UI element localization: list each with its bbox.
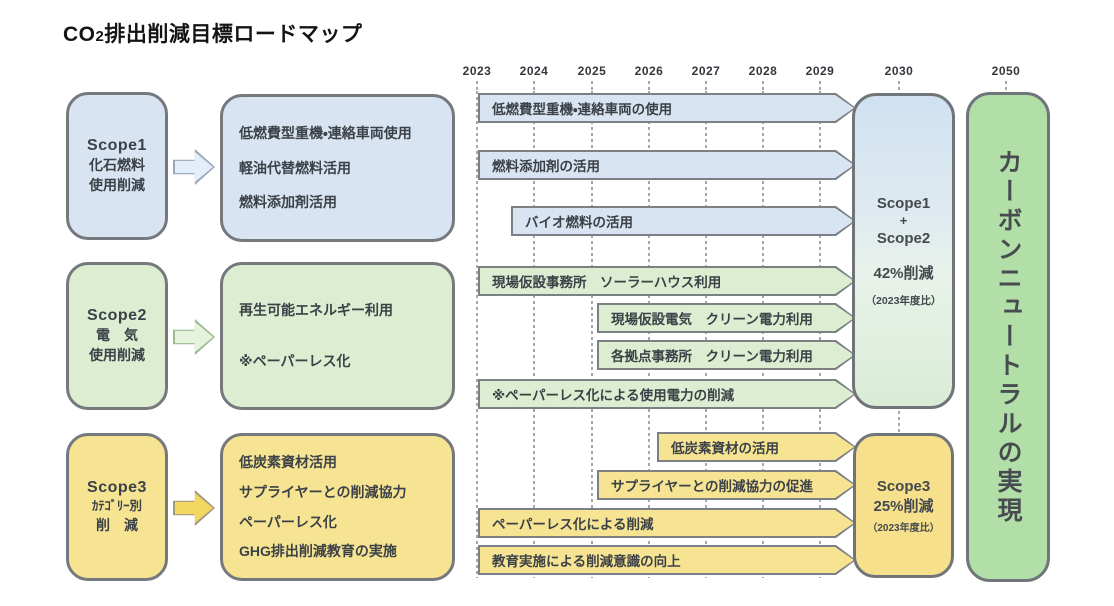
year-label-2050: 2050 [991, 64, 1021, 78]
scope3-name: Scope3 [87, 478, 147, 496]
scope3-measures-box: 低炭素資材活用 サプライヤーとの削減協力 ペーパーレス化 GHG排出削減教育の実… [220, 433, 455, 581]
scope2-box: Scope2 電 気 使用削減 [66, 262, 168, 410]
scope2-line1: 電 気 [96, 326, 138, 343]
scope3-arrow-icon [173, 490, 215, 526]
year-label-2026: 2026 [634, 64, 664, 78]
year-gridline [533, 91, 535, 578]
scope2-measure: 再生可能エネルギー利用 [239, 302, 393, 319]
year-label-2030: 2030 [884, 64, 914, 78]
scope12-basis: （2023年度比） [865, 295, 942, 308]
scope3-measure: 低炭素資材活用 [239, 453, 337, 470]
year-gridline [762, 91, 764, 578]
scope12-result-name2: Scope2 [876, 229, 931, 247]
scope12-result-name1: Scope1 [876, 194, 931, 212]
scope3-box: Scope3 ｶﾃｺﾞﾘｰ別 削 減 [66, 433, 168, 581]
year-tick [1005, 81, 1007, 92]
roadmap-bar-label: 現場仮設事務所 ソーラーハウス利用 [480, 268, 854, 294]
year-gridline-2030-segment [898, 411, 900, 432]
roadmap-bar-label: 各拠点事務所 クリーン電力利用 [599, 342, 854, 368]
scope3-measure: GHG排出削減教育の実施 [239, 543, 397, 560]
scope12-result-box: Scope1 + Scope2 42%削減 （2023年度比） [852, 93, 955, 409]
year-label-2024: 2024 [519, 64, 549, 78]
roadmap-bar: 燃料添加剤の活用 [478, 150, 856, 180]
year-label-2025: 2025 [577, 64, 607, 78]
scope2-line2: 使用削減 [89, 347, 145, 363]
roadmap-bar: 低炭素資材の活用 [657, 432, 856, 462]
scope1-measures-box: 低燃費型重機・連絡車両使用 軽油代替燃料活用 燃料添加剤活用 [220, 94, 455, 242]
year-tick [819, 81, 821, 92]
roadmap-bar: 現場仮設事務所 ソーラーハウス利用 [478, 266, 856, 296]
roadmap-bar-label: ペーパーレス化による削減 [480, 510, 854, 536]
scope3-measure: ペーパーレス化 [239, 513, 337, 530]
roadmap-bar: 教育実施による削減意識の向上 [478, 545, 856, 575]
plus-sign: + [899, 213, 908, 229]
year-gridline [591, 91, 593, 578]
scope3-result-name: Scope3 [876, 477, 931, 495]
year-gridline [705, 91, 707, 578]
year-label-2028: 2028 [748, 64, 778, 78]
scope1-measure: 低燃費型重機・連絡車両使用 [239, 124, 412, 141]
scope3-line1: ｶﾃｺﾞﾘｰ別 [91, 498, 142, 513]
year-gridline [819, 91, 821, 578]
year-label-2027: 2027 [691, 64, 721, 78]
year-tick [705, 81, 707, 92]
roadmap-bar: 現場仮設電気 クリーン電力利用 [597, 303, 856, 333]
roadmap-bar-label: 教育実施による削減意識の向上 [480, 547, 854, 573]
year-tick [591, 81, 593, 92]
roadmap-bar-label: 低炭素資材の活用 [659, 434, 854, 460]
roadmap-bar: ペーパーレス化による削減 [478, 508, 856, 538]
scope1-measure: 燃料添加剤活用 [239, 194, 337, 211]
roadmap-bar: 低燃費型重機・連絡車両の使用 [478, 93, 856, 123]
roadmap-bar-label: サプライヤーとの削減協力の促進 [599, 472, 854, 498]
year-tick [476, 81, 478, 92]
year-tick [648, 81, 650, 92]
title-subscript: 2 [95, 28, 105, 45]
roadmap-bar-label: 低燃費型重機・連絡車両の使用 [480, 95, 854, 121]
roadmap-bar: 各拠点事務所 クリーン電力利用 [597, 340, 856, 370]
year-tick [898, 81, 900, 92]
scope3-measure: サプライヤーとの削減協力 [239, 483, 407, 500]
scope1-name: Scope1 [87, 136, 147, 154]
scope1-arrow-icon [173, 149, 215, 185]
roadmap-bar-label: 燃料添加剤の活用 [480, 152, 854, 178]
scope2-measures-box: 再生可能エネルギー利用 ※ペーパーレス化 [220, 262, 455, 410]
scope1-line1: 化石燃料 [89, 156, 145, 173]
title-prefix: CO [63, 23, 96, 46]
scope3-result-box: Scope3 25%削減 （2023年度比） [853, 433, 954, 578]
scope2-measure: ※ペーパーレス化 [239, 353, 351, 369]
scope2-name: Scope2 [87, 306, 147, 324]
scope1-box: Scope1 化石燃料 使用削減 [66, 92, 168, 240]
scope2-arrow-icon [173, 319, 215, 355]
roadmap-bar-label: バイオ燃料の活用 [513, 208, 854, 234]
goal-label: カーボンニュートラルの実現 [994, 148, 1022, 526]
roadmap-bar: サプライヤーとの削減協力の促進 [597, 470, 856, 500]
year-tick [762, 81, 764, 92]
roadmap-bar-label: 現場仮設電気 クリーン電力利用 [599, 305, 854, 331]
scope1-measure: 軽油代替燃料活用 [239, 159, 351, 176]
title-rest: 排出削減目標ロードマップ [104, 23, 363, 46]
scope3-basis: （2023年度比） [867, 523, 940, 535]
scope3-target: 25%削減 [873, 498, 934, 515]
scope12-target: 42%削減 [873, 265, 934, 283]
scope3-line2: 削 減 [96, 516, 138, 533]
scope1-line2: 使用削減 [89, 177, 145, 193]
year-tick [533, 81, 535, 92]
roadmap-bar-label: ※ペーパーレス化による使用電力の削減 [480, 381, 854, 407]
page-title: CO2排出削減目標ロードマップ [63, 18, 362, 48]
roadmap-bar: ※ペーパーレス化による使用電力の削減 [478, 379, 856, 409]
year-label-2029: 2029 [805, 64, 835, 78]
carbon-neutral-goal-box: カーボンニュートラルの実現 [966, 92, 1050, 582]
year-label-2023: 2023 [462, 64, 492, 78]
roadmap-bar: バイオ燃料の活用 [511, 206, 856, 236]
year-gridline [648, 91, 650, 578]
year-gridline [476, 91, 478, 578]
